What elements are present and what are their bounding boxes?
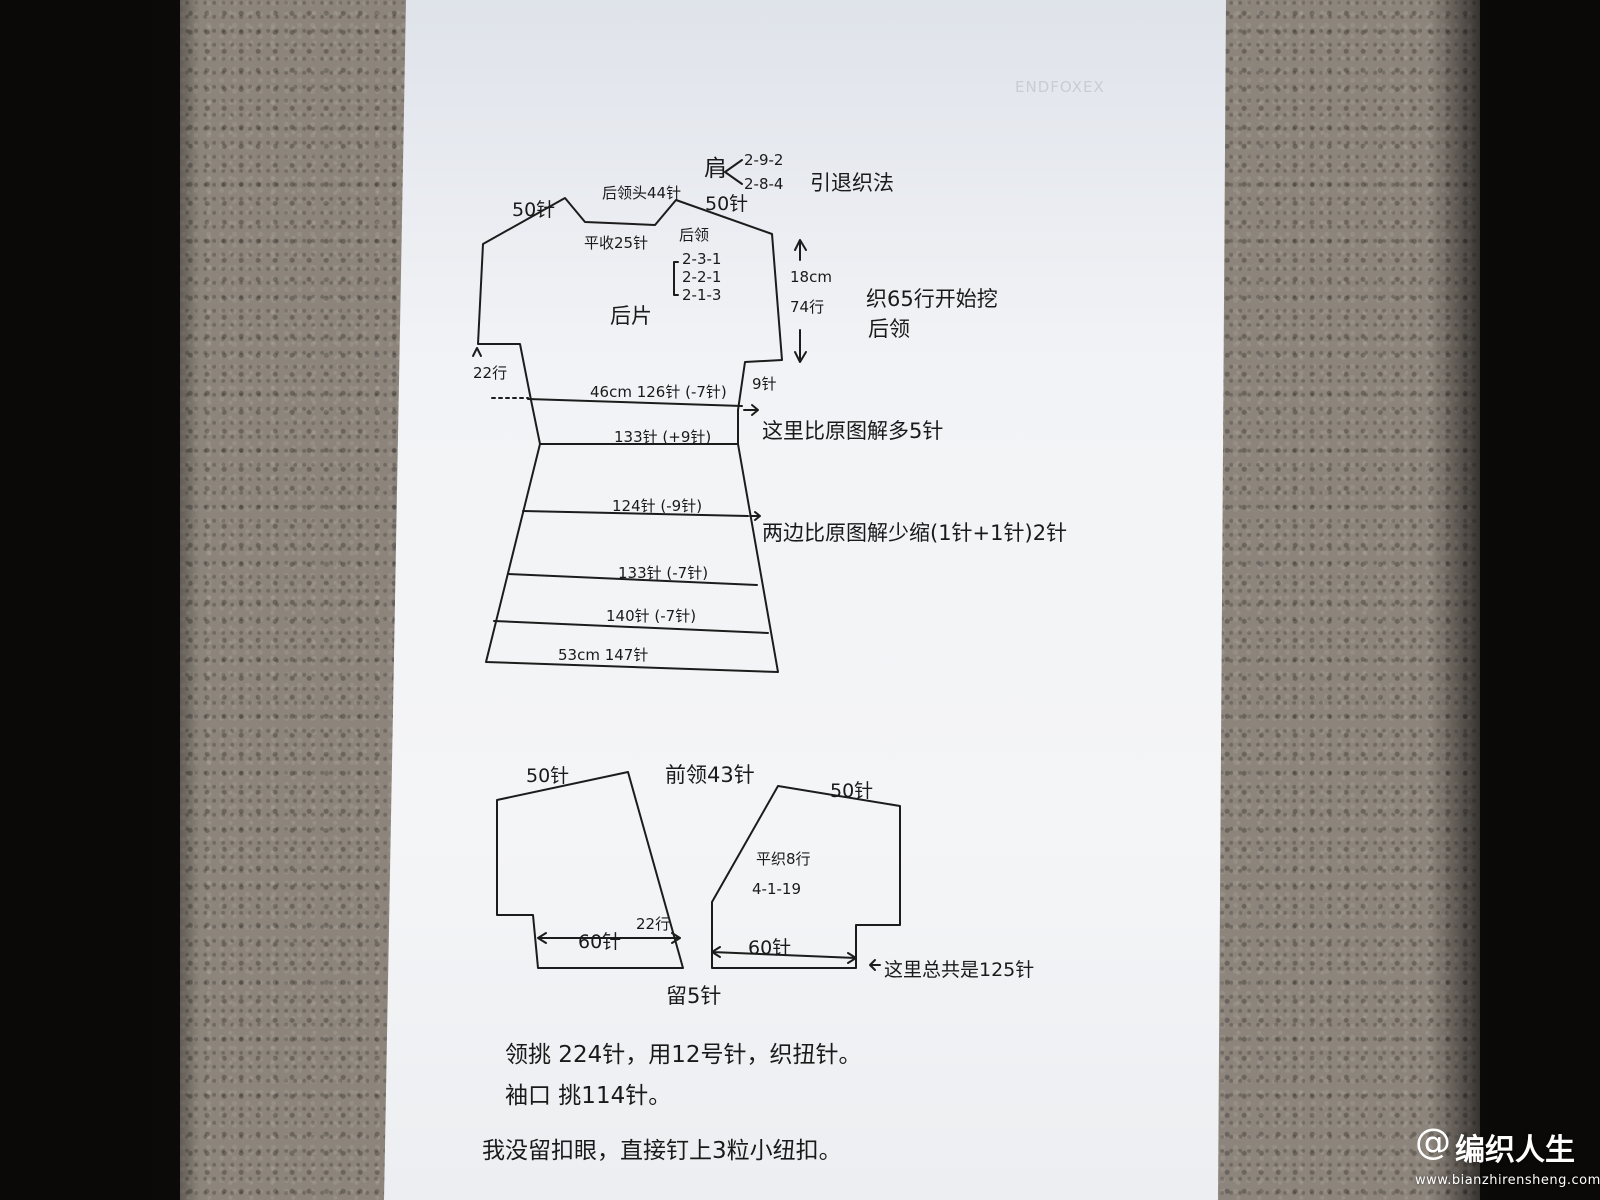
band3-note-arrow bbox=[749, 511, 761, 521]
right-shadow bbox=[1430, 0, 1600, 1200]
front-total-note: 这里总共是125针 bbox=[884, 959, 1034, 981]
neck-shaping-b: 4-1-19 bbox=[752, 880, 801, 898]
underarm-arrow-up bbox=[472, 347, 482, 357]
back-neck-label: 后领 bbox=[679, 226, 709, 244]
note-line-1: 领挑 224针，用12号针，织扭针。 bbox=[505, 1042, 861, 1068]
front-rows: 22行 bbox=[636, 915, 670, 933]
front-center-gap: 留5针 bbox=[666, 984, 721, 1008]
note-line-3: 我没留扣眼，直接钉上3粒小纽扣。 bbox=[482, 1138, 842, 1164]
front-left-width: 60针 bbox=[578, 931, 621, 953]
band1-note-arrow bbox=[743, 404, 759, 416]
armhole-arrow-bottom bbox=[794, 329, 807, 363]
front-right-width: 60针 bbox=[748, 937, 791, 959]
shoulder-row-a: 2-9-2 bbox=[744, 151, 783, 169]
swirl-logo-icon: @ bbox=[1415, 1122, 1451, 1163]
armhole-arrow-top bbox=[794, 239, 807, 261]
watermark-url: www.bianzhirensheng.com bbox=[1415, 1173, 1600, 1188]
back-piece-outline bbox=[472, 159, 807, 673]
neck-dec-bracket bbox=[673, 261, 679, 296]
band5-label: 140针 (-7针) bbox=[606, 607, 696, 625]
back-piece-name: 后片 bbox=[610, 304, 652, 328]
armhole-height: 18cm bbox=[790, 268, 832, 286]
back-band-line-3 bbox=[522, 510, 749, 517]
back-band-line-5 bbox=[493, 620, 769, 634]
neck-dec-2: 2-2-1 bbox=[682, 268, 721, 286]
shoulder-bracket bbox=[724, 159, 743, 185]
watermark-site-name: 编织人生 bbox=[1455, 1133, 1575, 1168]
left-width-arrow bbox=[537, 932, 681, 944]
start-note-line1: 织65行开始挖 bbox=[866, 287, 998, 311]
back-upper-outline bbox=[477, 197, 783, 411]
band4-label: 133针 (-7针) bbox=[618, 564, 708, 582]
front-piece-outline bbox=[496, 771, 901, 971]
paper-print-through-text: ENDFOXEX bbox=[1015, 78, 1105, 96]
paper-sheet bbox=[384, 0, 1226, 1200]
front-neck-total: 前领43针 bbox=[665, 763, 755, 787]
band3-note: 两边比原图解少缩(1针+1针)2针 bbox=[762, 521, 1067, 545]
front-left-shoulder: 50针 bbox=[526, 765, 569, 787]
total-note-arrow bbox=[869, 959, 881, 971]
band1-label: 46cm 126针 (-7针) bbox=[590, 383, 727, 401]
start-note-line2: 后领 bbox=[868, 317, 910, 341]
neck-dec-1: 2-3-1 bbox=[682, 250, 721, 268]
site-watermark: @ 编织人生 www.bianzhirensheng.com bbox=[1415, 1122, 1600, 1189]
front-right-outline bbox=[711, 785, 901, 969]
shoulder-row-b: 2-8-4 bbox=[744, 175, 783, 193]
back-band-line-1 bbox=[527, 398, 743, 407]
underarm-rows: 22行 bbox=[473, 364, 507, 382]
underarm-stitches: 9针 bbox=[752, 375, 777, 393]
neck-bind-off: 平收25针 bbox=[584, 234, 648, 252]
neck-dec-3: 2-1-3 bbox=[682, 286, 721, 304]
back-right-shoulder: 50针 bbox=[705, 193, 748, 215]
band3-label: 124针 (-9针) bbox=[612, 497, 702, 515]
note-line-2: 袖口 挑114针。 bbox=[505, 1083, 671, 1109]
front-left-outline bbox=[496, 771, 684, 969]
shoulder-label: 肩 bbox=[704, 156, 727, 182]
back-left-shoulder: 50针 bbox=[512, 199, 555, 221]
front-right-shoulder: 50针 bbox=[830, 780, 873, 802]
neck-shaping-a: 平织8行 bbox=[756, 850, 811, 868]
back-neck-total: 后领头44针 bbox=[602, 184, 681, 202]
band1-note: 这里比原图解多5针 bbox=[762, 419, 943, 443]
shoulder-method: 引退织法 bbox=[810, 171, 894, 195]
back-band-line-4 bbox=[507, 573, 758, 586]
back-skirt-outline bbox=[485, 399, 779, 673]
right-width-arrow bbox=[711, 946, 857, 964]
band2-label: 133针 (+9针) bbox=[614, 428, 711, 446]
left-shadow bbox=[0, 0, 200, 1200]
band6-label: 53cm 147针 bbox=[558, 646, 648, 664]
armhole-rows: 74行 bbox=[790, 298, 824, 316]
